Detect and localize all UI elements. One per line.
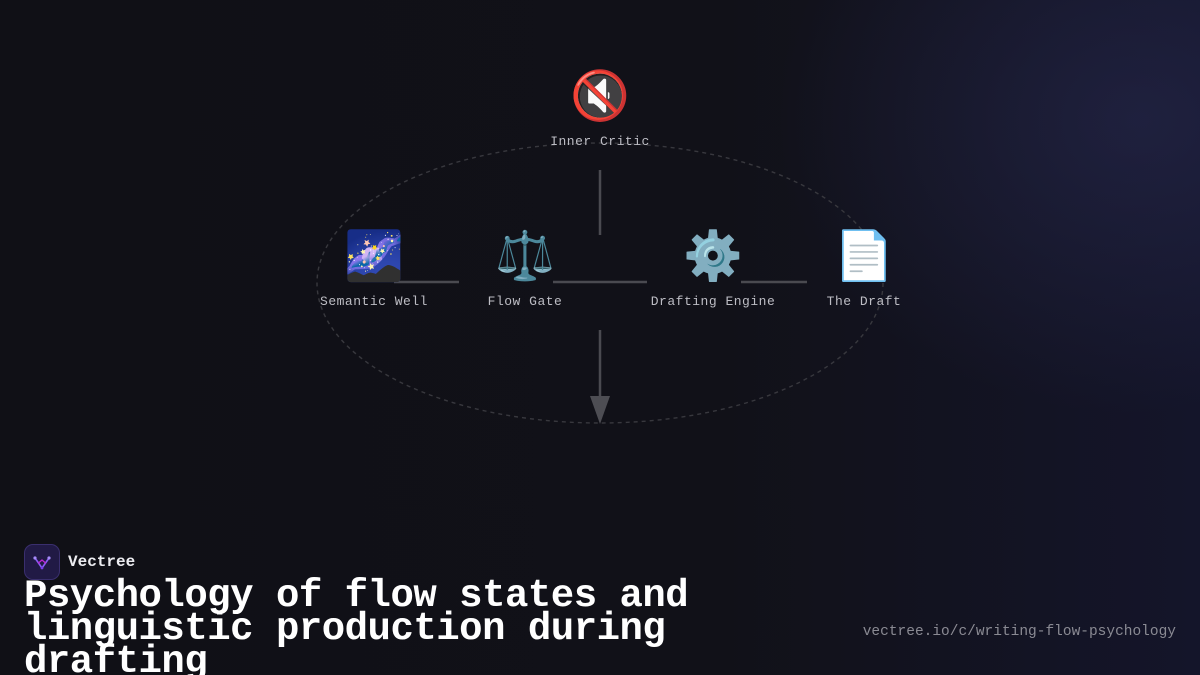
source-url: vectree.io/c/writing-flow-psychology — [862, 624, 1176, 640]
milky-way-icon: 🌌 — [344, 228, 404, 284]
node-drafting-engine: ⚙️ Drafting Engine — [633, 228, 793, 309]
gear-icon: ⚙️ — [683, 228, 743, 284]
document-icon: 📄 — [834, 228, 894, 284]
node-flow-gate: ⚖️ Flow Gate — [445, 228, 605, 309]
brand-name: Vectree — [68, 553, 136, 571]
dashed-ellipse — [316, 142, 884, 424]
node-label: Drafting Engine — [650, 294, 776, 309]
page-title: Psychology of flow states and linguistic… — [24, 574, 689, 675]
node-semantic-well: 🌌 Semantic Well — [294, 228, 454, 309]
arrowhead-down — [590, 396, 610, 424]
node-label: Flow Gate — [487, 294, 563, 309]
balance-scale-icon: ⚖️ — [495, 228, 555, 284]
node-label: Inner Critic — [550, 134, 650, 149]
node-the-draft: 📄 The Draft — [784, 228, 944, 309]
brand: Vectree — [24, 544, 135, 580]
node-label: Semantic Well — [320, 294, 428, 309]
node-label: The Draft — [826, 294, 902, 309]
vectree-logo-icon — [24, 544, 60, 580]
node-inner-critic: 🔇 Inner Critic — [520, 68, 680, 149]
muted-speaker-icon: 🔇 — [570, 68, 630, 124]
